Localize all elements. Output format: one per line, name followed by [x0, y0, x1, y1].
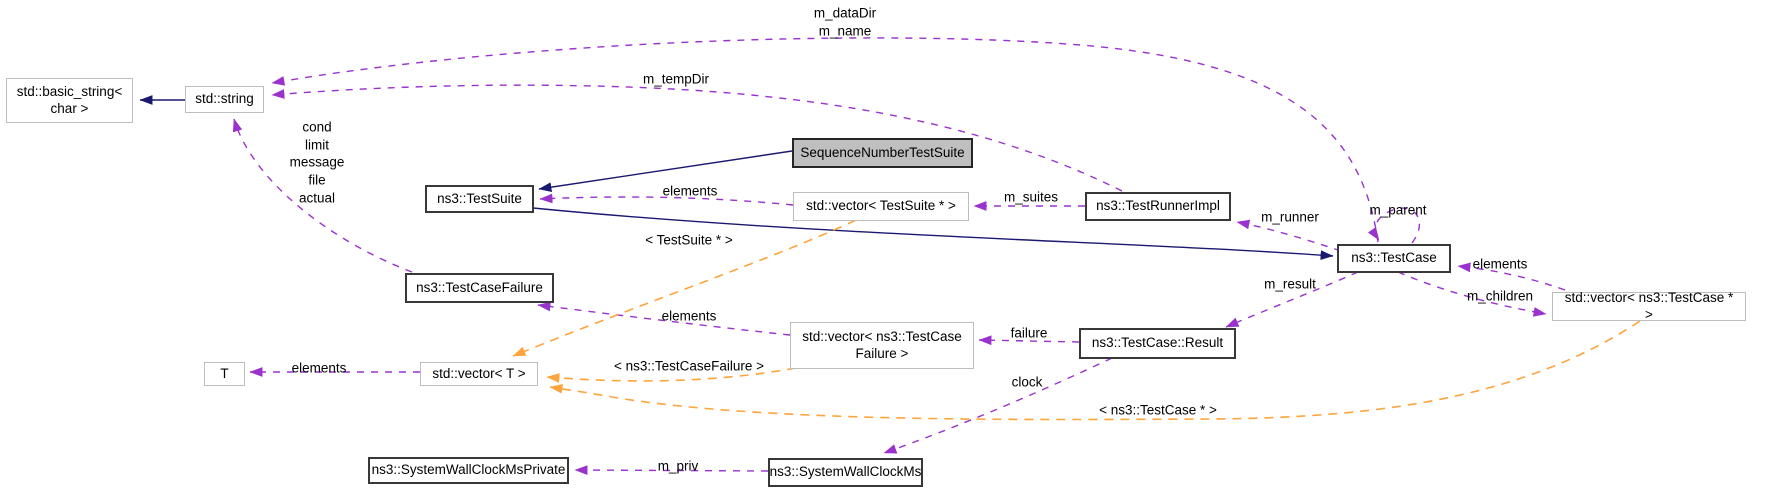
class-node-ns3-test-suite[interactable]: ns3::TestSuite: [425, 185, 534, 213]
edge-label-failure: failure: [1010, 325, 1048, 341]
class-node-vector-test-case[interactable]: std::vector< ns3::TestCase * >: [1552, 290, 1746, 322]
edge-label-template-arg-testsuite: < TestSuite * >: [645, 232, 733, 248]
class-node-vector-test-case-failure[interactable]: std::vector< ns3::TestCase Failure >: [790, 322, 974, 369]
edge-vecfailure-template-vecT: [546, 367, 797, 383]
class-node-ns3-test-runner-impl[interactable]: ns3::TestRunnerImpl: [1085, 192, 1231, 221]
edge-vecsuite-template-vecT: [512, 219, 857, 357]
edge-seqsuite-inherits-testsuite: [538, 150, 793, 192]
edge-label-cond: cond: [302, 119, 332, 135]
edge-testsuite-inherits-testcase: [532, 207, 1334, 260]
edge-label-message: message: [289, 154, 345, 170]
edge-vecsuite-elements-testsuite: [539, 193, 794, 206]
class-node-ns3-system-wall-clock-ms-private[interactable]: ns3::SystemWallClockMsPrivate: [368, 457, 569, 484]
edge-label-m-name: m_name: [818, 23, 872, 39]
edge-clockms-mpriv-clockpriv: [574, 465, 769, 475]
edge-result-clock-clockms: [883, 357, 1113, 454]
class-node-ns3-test-case[interactable]: ns3::TestCase: [1337, 244, 1451, 273]
edge-label-template-arg-testcase: < ns3::TestCase * >: [1099, 402, 1217, 418]
edge-result-failure-vecfailure: [978, 335, 1080, 346]
edge-label-clock: clock: [1011, 374, 1043, 390]
edge-veccase-template-vecT: [549, 320, 1641, 421]
class-node-vector-test-suite[interactable]: std::vector< TestSuite * >: [793, 192, 969, 221]
edge-casefailure-fields-string: [232, 118, 413, 273]
edge-testcase-mrunner-runner: [1236, 219, 1342, 252]
edge-veccase-elements-testcase: [1457, 262, 1566, 291]
edge-label-m-result: m_result: [1264, 276, 1316, 292]
class-node-ns3-test-case-result[interactable]: ns3::TestCase::Result: [1079, 328, 1236, 359]
edge-label-m-parent: m_parent: [1369, 202, 1427, 218]
edge-label-elements-T: elements: [291, 360, 347, 376]
edge-label-m-suites: m_suites: [1003, 189, 1059, 205]
edge-testcase-mdatadir-string: [271, 37, 1379, 243]
edge-label-m-datadir: m_dataDir: [813, 5, 877, 21]
edge-label-elements-testsuite: elements: [662, 183, 718, 199]
edge-testcase-mchildren-veccase: [1397, 271, 1547, 317]
class-node-ns3-test-case-failure[interactable]: ns3::TestCaseFailure: [405, 273, 554, 303]
edge-label-template-arg-testcasefailure: < ns3::TestCaseFailure >: [613, 358, 765, 374]
edge-label-m-priv: m_priv: [657, 458, 699, 474]
edge-testcase-mparent-selfloop: [1367, 207, 1421, 244]
class-node-template-T[interactable]: T: [204, 362, 245, 386]
edge-label-limit: limit: [305, 137, 329, 153]
edge-label-m-children: m_children: [1466, 288, 1534, 304]
edge-label-elements-testcase: elements: [1472, 256, 1528, 272]
edge-label-file: file: [308, 172, 326, 188]
edge-runner-mtempdir-string: [271, 84, 1123, 192]
edge-label-m-runner: m_runner: [1261, 209, 1319, 225]
edge-label-m-tempdir: m_tempDir: [642, 71, 710, 87]
edge-testcase-mresult-result: [1225, 271, 1359, 328]
class-node-sequence-number-test-suite[interactable]: SequenceNumberTestSuite: [792, 138, 973, 168]
edge-vecfailure-elements-casefailure: [537, 301, 791, 336]
class-node-vector-T[interactable]: std::vector< T >: [420, 362, 538, 386]
class-node-std-basic-string[interactable]: std::basic_string< char >: [6, 78, 133, 123]
edge-label-actual: actual: [298, 190, 336, 206]
class-node-ns3-system-wall-clock-ms[interactable]: ns3::SystemWallClockMs: [768, 458, 923, 487]
edge-label-elements-testcasefailure: elements: [661, 308, 717, 324]
class-node-std-string[interactable]: std::string: [185, 86, 264, 113]
